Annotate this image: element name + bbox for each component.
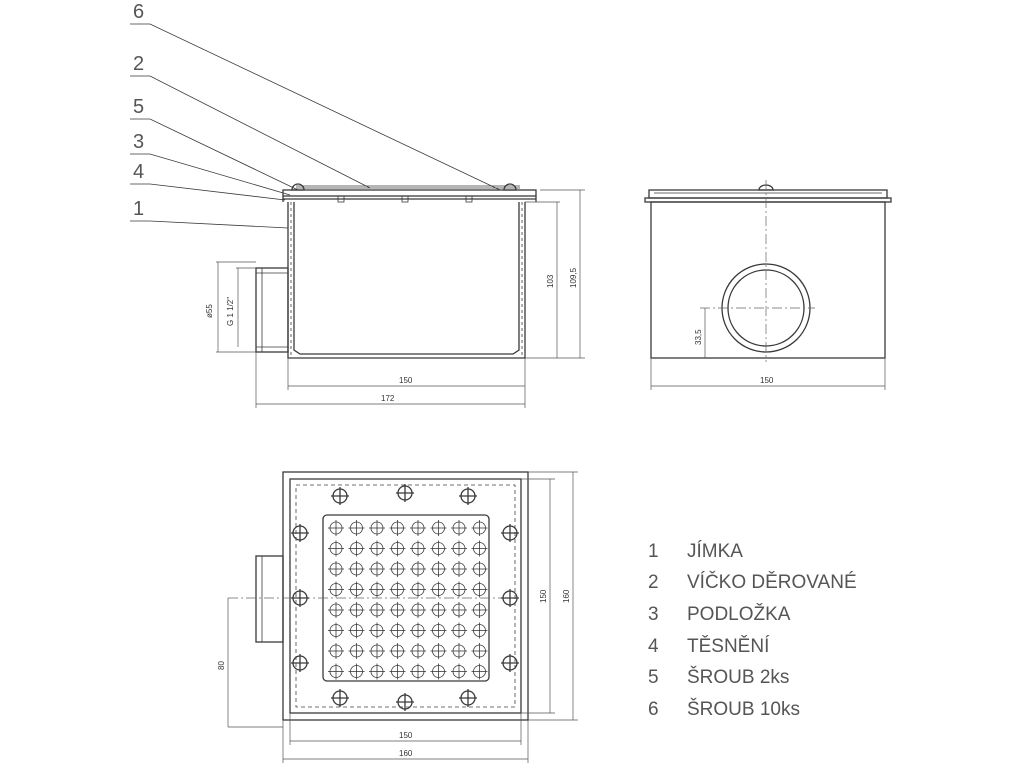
grate-holes <box>328 520 488 680</box>
leader-6 <box>130 23 501 191</box>
body-outer <box>287 202 526 359</box>
front-view: 33,5 150 <box>644 180 892 390</box>
dim-outlet-height: 33,5 <box>694 329 703 345</box>
parts-legend: 1 JÍMKA 2 VÍČKO DĚROVANÉ 3 PODLOŽKA 4 TĚ… <box>648 541 857 720</box>
dim-width-total: 172 <box>381 394 395 403</box>
dim-outlet-offset: 80 <box>217 661 226 670</box>
leader-2 <box>130 75 371 189</box>
dim-d-outer: ø55 <box>205 304 214 318</box>
screw-head-right <box>503 183 517 191</box>
dim-top-outer-height: 160 <box>562 589 571 603</box>
dim-top-inner-height: 150 <box>539 589 548 603</box>
callout-3: 3 <box>133 131 144 153</box>
top-dashed-outline <box>295 484 516 708</box>
top-view: 80 150 160 150 160 <box>217 471 578 763</box>
front-lid <box>648 189 888 199</box>
leader-5 <box>130 118 299 191</box>
front-body <box>650 201 886 359</box>
dim-height-inner: 103 <box>546 274 555 288</box>
dim-top-inner-width: 150 <box>399 731 413 740</box>
callouts: 6 2 5 3 4 1 <box>130 1 501 229</box>
leader-3 <box>130 153 291 196</box>
top-outer-frame <box>282 471 529 721</box>
legend-num-6: 6 <box>648 699 659 720</box>
callout-2: 2 <box>133 53 144 75</box>
legend-text-6: ŠROUB 10ks <box>687 698 800 720</box>
leader-1 <box>130 220 289 229</box>
legend-num-1: 1 <box>648 541 659 562</box>
legend-text-5: ŠROUB 2ks <box>687 666 789 688</box>
dim-top-outer-width: 160 <box>399 749 413 758</box>
body-inner <box>293 202 520 355</box>
outlet-pipe <box>255 267 289 353</box>
legend-text-3: PODLOŽKA <box>687 603 791 625</box>
legend-num-5: 5 <box>648 667 659 688</box>
legend-text-1: JÍMKA <box>687 541 743 562</box>
legend-num-4: 4 <box>648 636 659 657</box>
screw-head-left <box>291 183 305 191</box>
dim-height-total: 109,5 <box>569 267 578 288</box>
leader-4 <box>130 183 286 201</box>
legend-num-3: 3 <box>648 604 659 625</box>
callout-5: 5 <box>133 96 144 118</box>
dim-thread: G 1 1/2" <box>226 297 235 326</box>
lid-plate <box>282 189 537 197</box>
callout-1: 1 <box>133 198 144 220</box>
legend-text-4: TĚSNĚNÍ <box>687 635 770 657</box>
callout-6: 6 <box>133 1 144 23</box>
dim-front-width: 150 <box>760 376 774 385</box>
lid-screws <box>291 484 519 711</box>
side-section-view: ø55 G 1 1/2" 103 109,5 150 172 <box>205 183 585 408</box>
legend-num-2: 2 <box>648 572 659 593</box>
dim-width-inner: 150 <box>399 376 413 385</box>
top-outlet <box>255 555 284 643</box>
top-inner-frame <box>289 478 522 714</box>
legend-text-2: VÍČKO DĚROVANÉ <box>687 571 857 593</box>
callout-4: 4 <box>133 161 144 183</box>
